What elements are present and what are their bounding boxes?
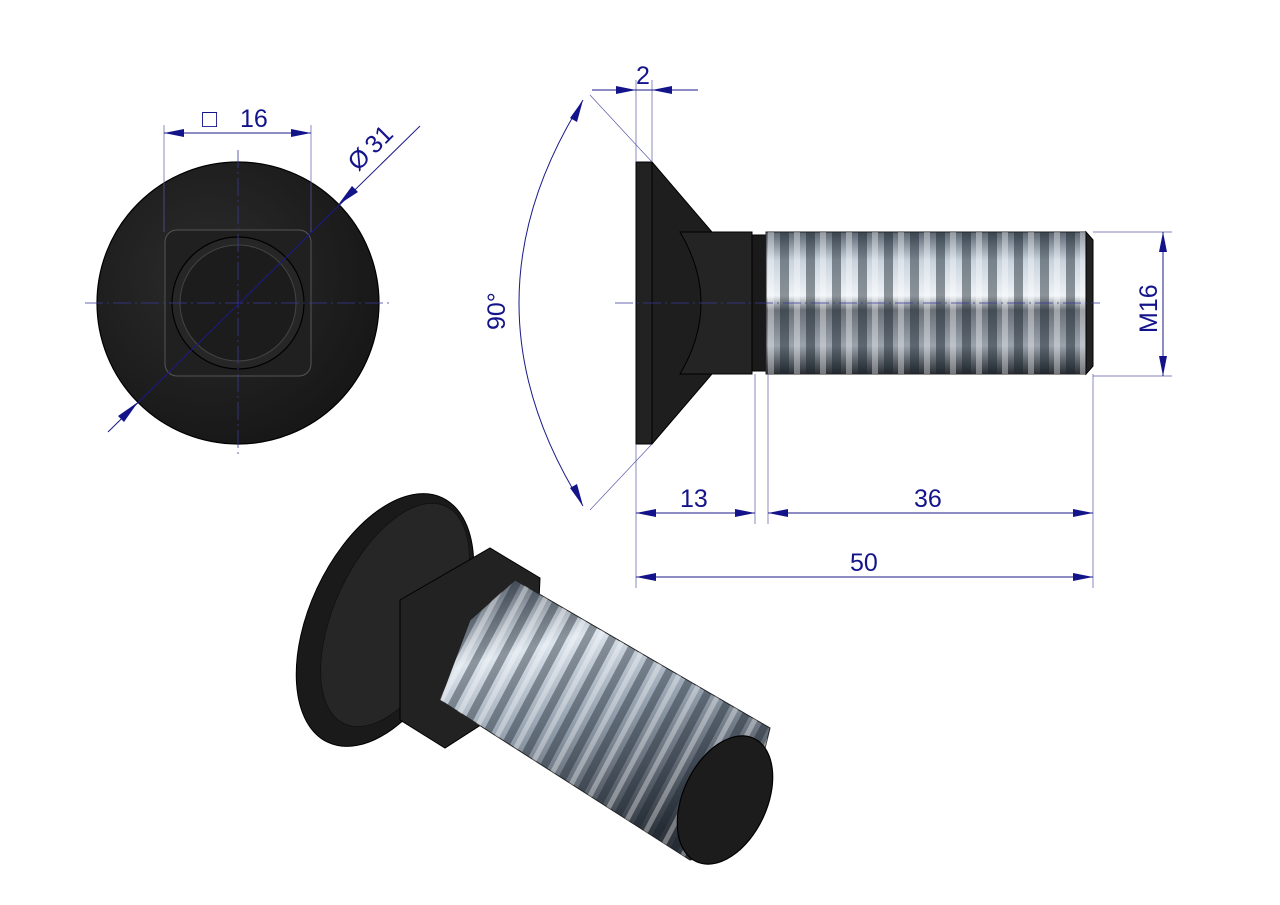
angle-label: 90° <box>483 292 511 330</box>
square-size-label: 16 <box>240 105 268 133</box>
isometric-view <box>295 493 774 865</box>
total-length-label: 50 <box>850 549 878 577</box>
neck-length-label: 13 <box>680 485 708 513</box>
square-symbol: □ <box>202 105 218 133</box>
thread-chamfer <box>1085 230 1094 376</box>
top-view: □ 16 Ø 31 <box>85 105 421 456</box>
thread-length-label: 36 <box>914 485 942 513</box>
head-thickness-label: 2 <box>636 62 650 90</box>
angle-arc <box>518 99 584 507</box>
iso-thread-end <box>676 735 774 865</box>
diameter-dimension-line <box>107 125 421 433</box>
thread-size-label: M16 <box>1135 284 1163 333</box>
side-view: 2 90° 13 36 50 M16 <box>483 62 1172 588</box>
